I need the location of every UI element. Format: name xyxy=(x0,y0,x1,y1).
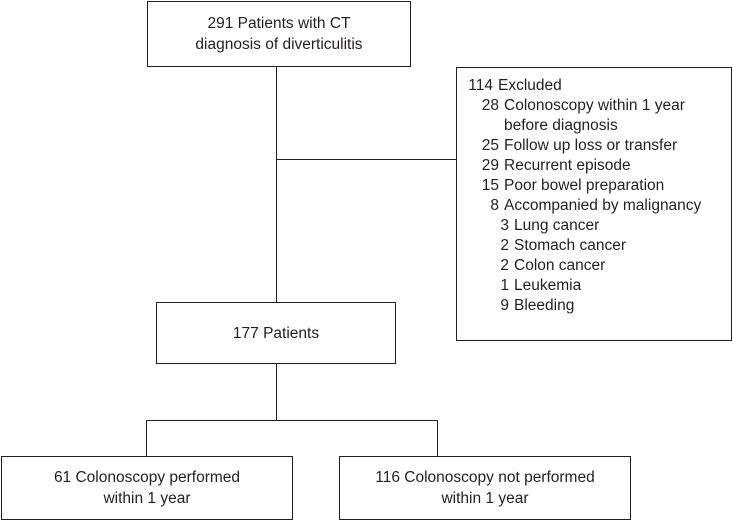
excluded-item: 28 Colonoscopy within 1 year xyxy=(457,96,731,116)
excluded-item-count: 2 xyxy=(500,257,509,274)
excluded-item-count: 9 xyxy=(500,297,509,314)
excluded-item-count: 8 xyxy=(490,197,499,214)
excluded-item-label: Excluded xyxy=(498,77,562,94)
box-177-patients-label: 177 Patients xyxy=(232,324,320,342)
excluded-item-label: Colonoscopy within 1 year xyxy=(504,97,685,114)
connector-to-performed xyxy=(146,420,148,456)
box-not-performed-line1: 116 Colonoscopy not performed xyxy=(375,469,595,486)
box-colonoscopy-not-performed: 116 Colonoscopy not performed within 1 y… xyxy=(339,456,631,520)
excluded-item-label: Accompanied by malignancy xyxy=(504,197,702,214)
excluded-item-label: Recurrent episode xyxy=(504,157,631,174)
excluded-item-count: 114 xyxy=(468,77,493,94)
excluded-item-count: 15 xyxy=(481,177,499,194)
excluded-item-count: 25 xyxy=(481,137,499,154)
excluded-item-continuation: before diagnosis xyxy=(504,117,618,134)
excluded-item: 2 Stomach cancer xyxy=(457,236,731,256)
connector-to-not-performed xyxy=(437,420,439,456)
excluded-item-label: Lung cancer xyxy=(514,217,600,234)
excluded-item: 3 Lung cancer xyxy=(457,216,731,236)
box-not-performed-line2: within 1 year xyxy=(441,490,529,507)
excluded-item-count: 1 xyxy=(500,277,509,294)
connector-middle-down xyxy=(276,364,278,420)
excluded-item-count: 29 xyxy=(481,157,499,174)
connector-to-excluded xyxy=(276,159,456,161)
box-performed-line1: 61 Colonoscopy performed xyxy=(53,469,241,486)
excluded-item-label: Leukemia xyxy=(514,277,582,294)
excluded-item-label: Poor bowel preparation xyxy=(504,177,665,194)
box-ct-diagnosis: 291 Patients with CT diagnosis of divert… xyxy=(147,1,411,67)
box-ct-diagnosis-line1: 291 Patients with CT xyxy=(207,15,351,32)
excluded-item: 2 Colon cancer xyxy=(457,256,731,276)
excluded-item-label: Bleeding xyxy=(514,297,575,314)
excluded-item: 15 Poor bowel preparation xyxy=(457,176,731,196)
excluded-item-label: Colon cancer xyxy=(514,257,606,274)
excluded-item-label: Stomach cancer xyxy=(514,237,626,254)
excluded-item: 114 Excluded xyxy=(457,76,731,96)
excluded-item-label: Follow up loss or transfer xyxy=(504,137,678,154)
excluded-item: 29 Recurrent episode xyxy=(457,156,731,176)
box-performed-line2: within 1 year xyxy=(103,490,191,507)
box-177-patients: 177 Patients xyxy=(156,302,396,364)
box-ct-diagnosis-line2: diagnosis of diverticulitis xyxy=(195,36,363,53)
connector-split-horizontal xyxy=(146,420,438,422)
excluded-item: 8 Accompanied by malignancy xyxy=(457,196,731,216)
excluded-item: 25 Follow up loss or transfer xyxy=(457,136,731,156)
excluded-item-count: 2 xyxy=(500,237,509,254)
excluded-item: 9 Bleeding xyxy=(457,296,731,316)
box-colonoscopy-performed: 61 Colonoscopy performed within 1 year xyxy=(1,456,293,520)
connector-top-to-middle xyxy=(276,67,278,302)
excluded-item-count: 3 xyxy=(500,217,509,234)
excluded-item: 1 Leukemia xyxy=(457,276,731,296)
excluded-item-count: 28 xyxy=(481,97,499,114)
